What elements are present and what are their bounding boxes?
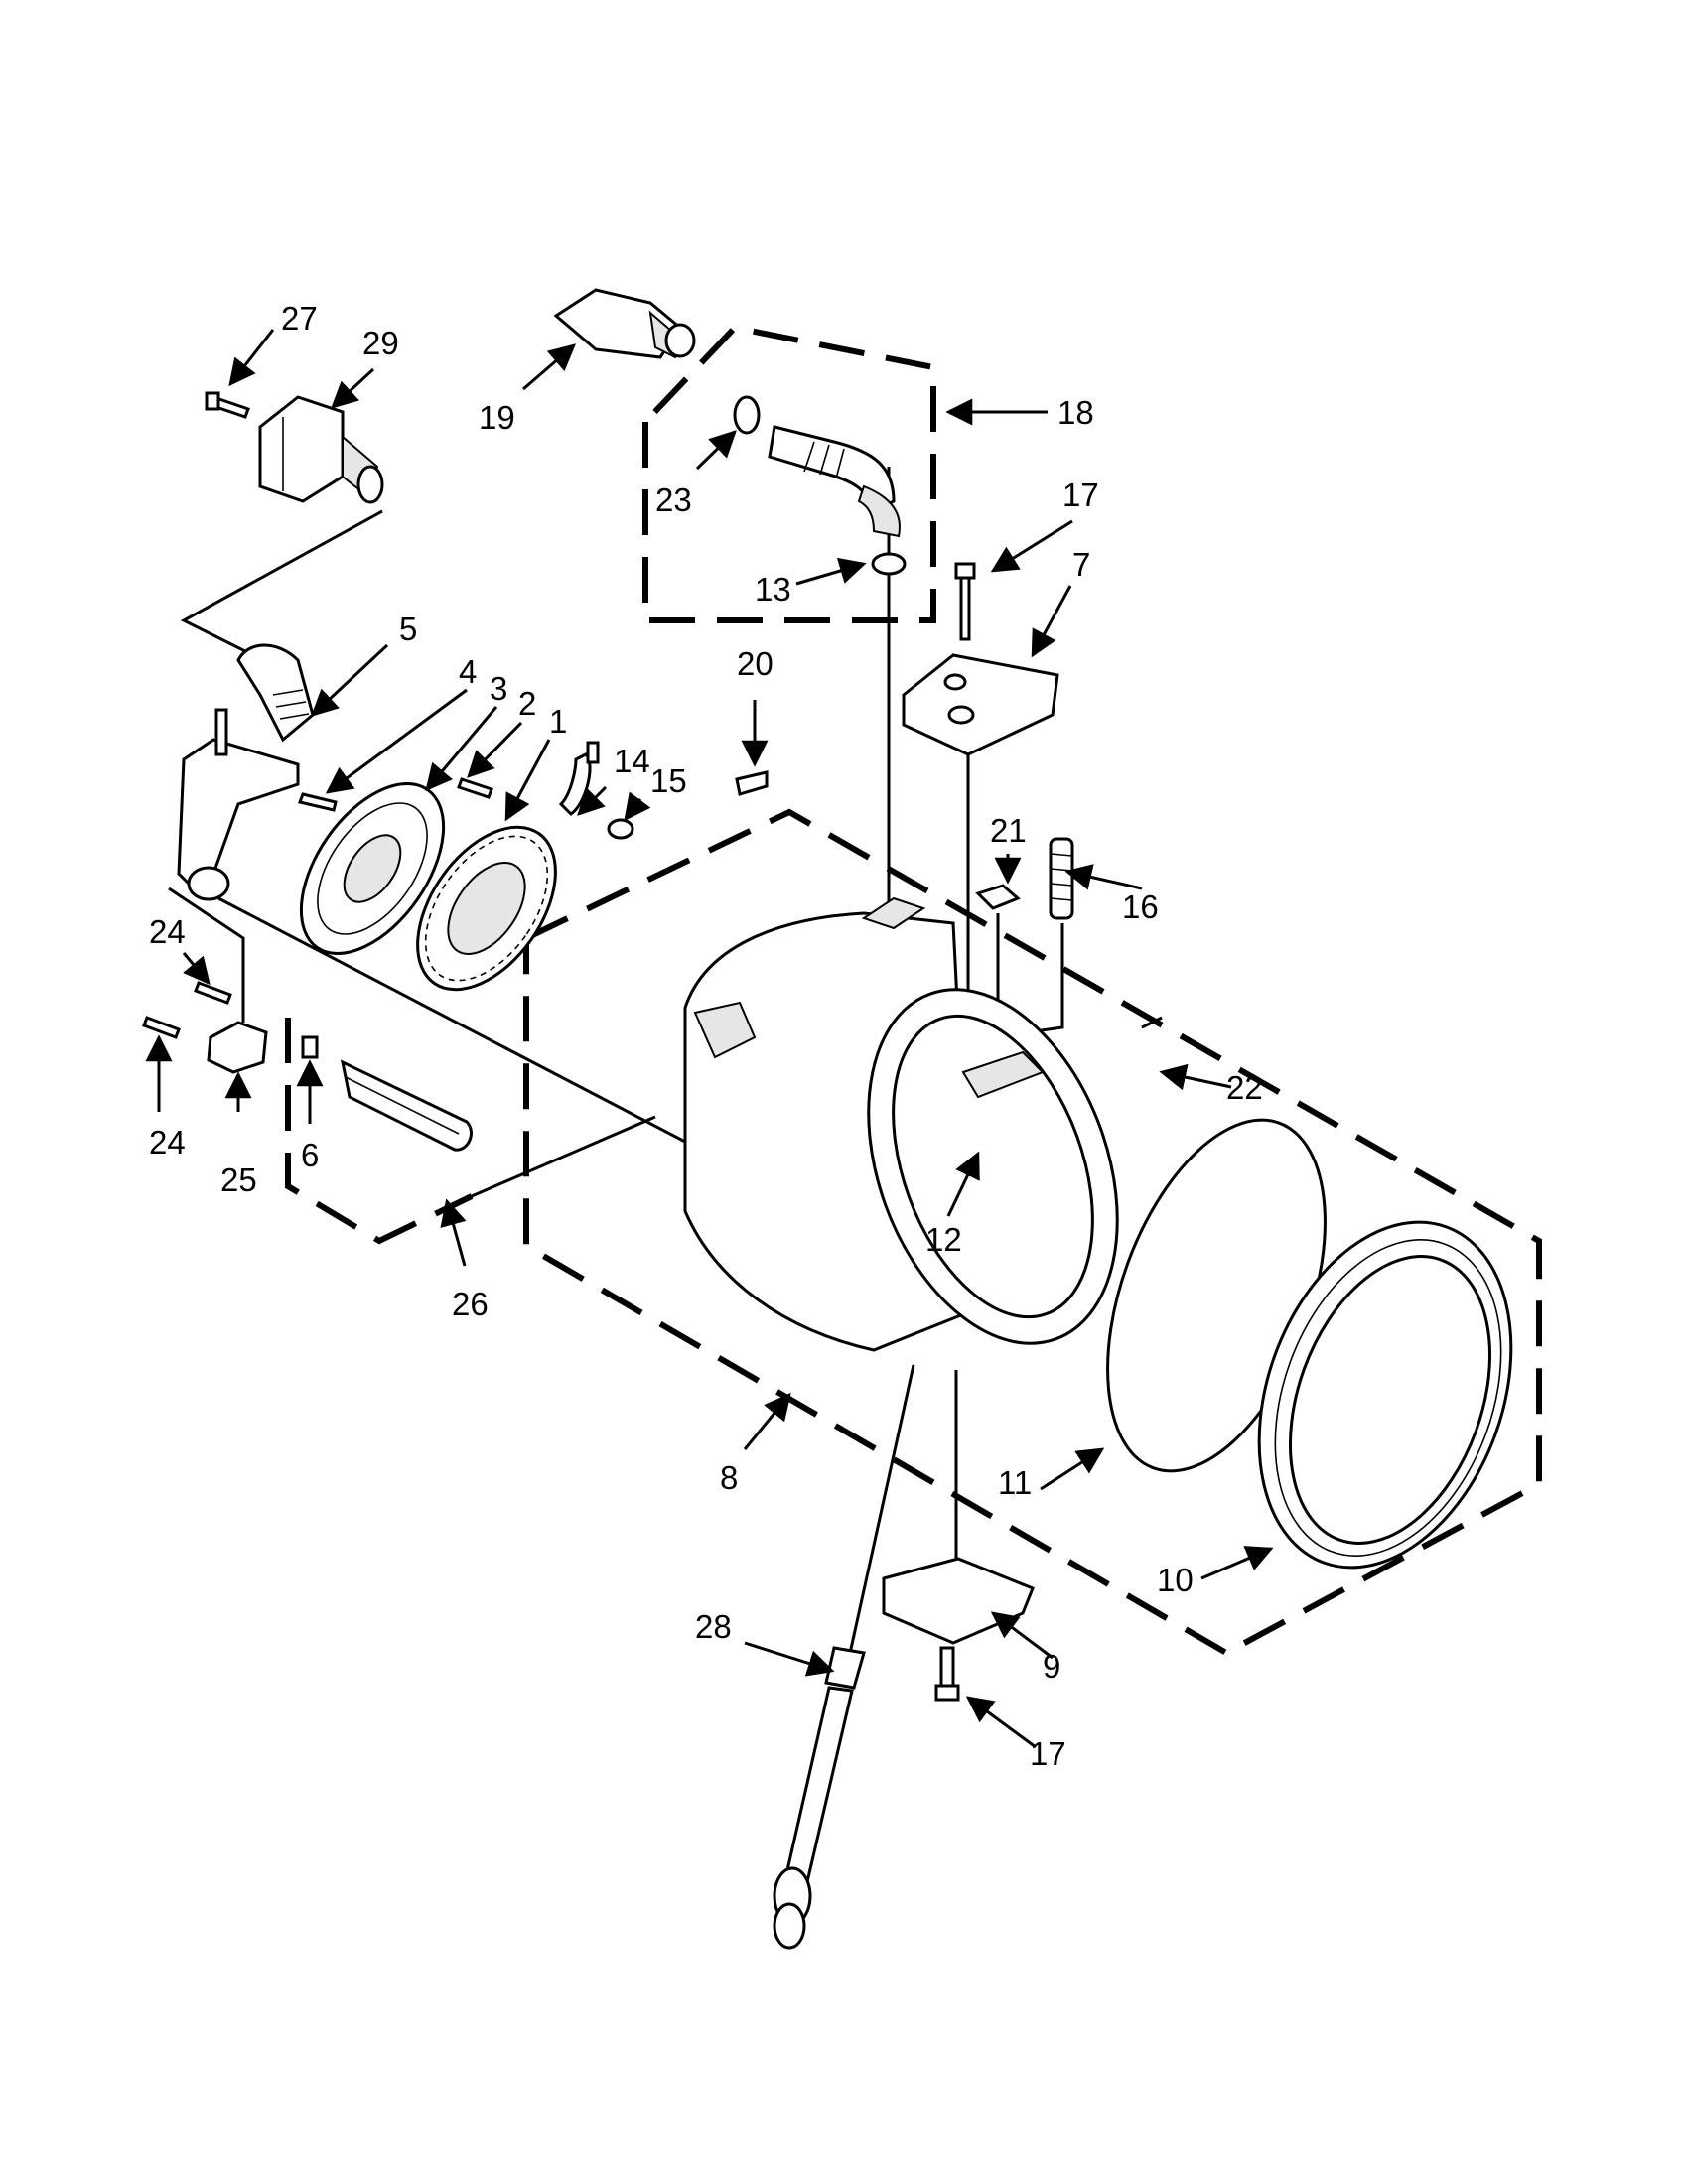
callout-16: 16 <box>1122 888 1159 925</box>
rotor <box>299 782 446 955</box>
heater-assembly-boundary <box>285 1018 474 1245</box>
drain-pump <box>258 395 384 504</box>
callout-19: 19 <box>479 399 515 436</box>
callout-17-top: 17 <box>1062 477 1099 513</box>
callout-22: 22 <box>1226 1069 1263 1106</box>
callout-7: 7 <box>1072 546 1090 583</box>
callout-13: 13 <box>755 571 791 608</box>
bumper-21 <box>975 884 1021 910</box>
housing-to-tub-line <box>217 896 686 1144</box>
heater-to-tub-line <box>471 1115 656 1198</box>
callout-24-bottom: 24 <box>149 1124 186 1160</box>
bolt-top <box>954 562 976 641</box>
rear-housing <box>177 708 300 901</box>
callout-29: 29 <box>362 325 399 361</box>
callout-14: 14 <box>614 743 650 779</box>
callout-12: 12 <box>925 1221 962 1258</box>
bolt-bottom <box>934 1646 960 1702</box>
heater <box>301 1035 473 1152</box>
sensor-clip <box>607 818 634 840</box>
callout-28: 28 <box>695 1608 732 1645</box>
callout-8: 8 <box>720 1459 738 1496</box>
callout-9: 9 <box>1043 1648 1060 1685</box>
hose-assembly-boundary <box>642 324 936 623</box>
spring-line <box>1027 923 1064 1034</box>
hose-clamp-13 <box>871 552 907 576</box>
callout-25: 25 <box>220 1161 257 1198</box>
suspension-spring <box>1049 837 1074 920</box>
top-bracket <box>902 653 1059 756</box>
callout-18: 18 <box>1057 394 1094 431</box>
callout-2: 2 <box>518 685 536 722</box>
stator <box>416 825 557 992</box>
callout-21: 21 <box>990 812 1027 849</box>
front-ring <box>1257 1220 1513 1570</box>
housing-screw-top <box>194 981 232 1005</box>
thermistor <box>558 741 600 816</box>
callout-4: 4 <box>459 653 477 690</box>
callout-1: 1 <box>549 703 567 740</box>
callout-6: 6 <box>301 1137 319 1173</box>
callout-26: 26 <box>452 1286 489 1322</box>
housing-screw-bottom <box>142 1016 181 1039</box>
base-bracket <box>882 1557 1035 1645</box>
callout-15: 15 <box>650 762 687 799</box>
pump-screw <box>205 391 250 419</box>
callout-24-top: 24 <box>149 913 186 950</box>
callout-10: 10 <box>1157 1562 1194 1598</box>
pump-hose <box>236 643 315 743</box>
drain-hose-line <box>180 509 383 657</box>
tub-assembly-boundary <box>523 808 1542 1657</box>
fill-hose <box>768 425 901 538</box>
callout-20: 20 <box>737 645 774 682</box>
callout-17-bottom: 17 <box>1030 1735 1066 1772</box>
rotor-screw <box>297 792 338 812</box>
leader-arrows <box>145 329 1274 1749</box>
clip-20 <box>735 770 769 796</box>
dispenser-bellows <box>553 288 696 359</box>
shock-damper <box>773 1646 866 1950</box>
stator-screw <box>457 777 493 799</box>
callout-23: 23 <box>655 481 692 518</box>
damper-line <box>847 1364 915 1659</box>
callout-5: 5 <box>399 611 417 647</box>
callout-11: 11 <box>998 1464 1032 1501</box>
outer-tub <box>683 896 1119 1352</box>
callout-3: 3 <box>490 670 507 707</box>
tub-seal-line <box>1141 1016 1163 1029</box>
hose-clamp-23 <box>733 395 761 435</box>
screw-24-line <box>168 887 245 1023</box>
heater-bracket <box>207 1021 268 1074</box>
callout-27: 27 <box>281 300 318 337</box>
